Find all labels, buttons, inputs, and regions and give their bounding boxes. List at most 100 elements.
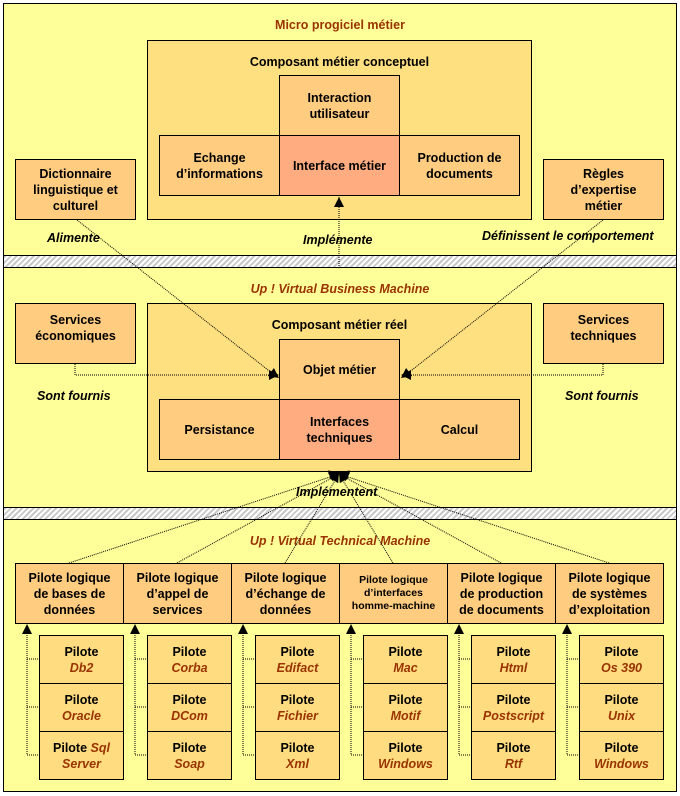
- driver-name: Edifact: [276, 660, 319, 675]
- driver-prefix: Pilote: [172, 740, 207, 755]
- label-sont-fournis-right: Sont fournis: [565, 389, 639, 403]
- calcul-box: Calcul: [399, 399, 520, 460]
- logical-pilot-label: Pilote logique de production de document…: [459, 570, 544, 617]
- driver-name: Soap: [174, 756, 205, 771]
- label-implemente: Implémente: [303, 233, 373, 247]
- logical-pilot-label: Pilote logique de bases de données: [28, 570, 111, 617]
- driver-prefix: Pilote: [64, 692, 99, 707]
- driver-name: Fichier: [277, 708, 318, 723]
- driver-prefix: Pilote: [172, 644, 207, 659]
- interface-metier-label: Interface métier: [292, 158, 387, 173]
- interface-metier-box: Interface métier: [279, 135, 400, 196]
- logical-pilot-box: Pilote logique de bases de données: [15, 563, 124, 624]
- logical-pilot-box: Pilote logique d’appel de services: [123, 563, 232, 624]
- services-economiques-box: Services économiques: [15, 303, 136, 364]
- services-techniques-box: Services techniques: [543, 303, 664, 364]
- driver-prefix: Pilote: [604, 740, 639, 755]
- logical-pilot-label: Pilote logique d’interfaces homme-machin…: [351, 574, 436, 612]
- section-title-technical-machine: Up ! Virtual Technical Machine: [249, 534, 431, 548]
- echange-informations-box: Echange d’informations: [159, 135, 280, 196]
- dictionnaire-box: Dictionnaire linguistique et culturel: [15, 159, 136, 220]
- composant-reel-label: Composant métier réel: [271, 318, 408, 332]
- interfaces-techniques-box: Interfaces techniques: [279, 399, 400, 460]
- driver-name: Windows: [378, 756, 433, 771]
- label-sont-fournis-left: Sont fournis: [37, 389, 111, 403]
- production-documents-label: Production de documents: [417, 150, 502, 181]
- logical-pilot-box: Pilote logique d’interfaces homme-machin…: [339, 563, 448, 624]
- driver-prefix: Pilote: [388, 644, 423, 659]
- logical-pilot-box: Pilote logique de systèmes d’exploitatio…: [555, 563, 664, 624]
- persistance-label: Persistance: [184, 422, 255, 437]
- driver-prefix: Pilote: [604, 692, 639, 707]
- driver-prefix: Pilote: [604, 644, 639, 659]
- driver-name: DCom: [171, 708, 208, 723]
- separator-band-bottom: [4, 507, 676, 520]
- driver-name: Mac: [393, 660, 418, 675]
- objet-metier-box: Objet métier: [279, 339, 400, 400]
- composant-conceptuel-label: Composant métier conceptuel: [249, 55, 430, 69]
- driver-prefix: Pilote: [64, 644, 99, 659]
- section-title-micro-progiciel: Micro progiciel métier: [275, 18, 405, 32]
- persistance-box: Persistance: [159, 399, 280, 460]
- logical-pilot-box: Pilote logique d’échange de données: [231, 563, 340, 624]
- driver-prefix: Pilote: [496, 692, 531, 707]
- driver-name-part: Sql: [87, 740, 110, 755]
- driver-name: Db2: [69, 660, 94, 675]
- driver-prefix: Pilote: [280, 644, 315, 659]
- services-economiques-label: Services économiques: [35, 313, 116, 343]
- logical-pilot-box: Pilote logique de production de document…: [447, 563, 556, 624]
- label-implementent: Implémentent: [296, 485, 378, 499]
- driver-name: Corba: [171, 660, 208, 675]
- driver-name: Os 390: [600, 660, 642, 675]
- driver-name: Motif: [390, 708, 421, 723]
- dictionnaire-label: Dictionnaire linguistique et culturel: [33, 166, 118, 213]
- driver-prefix: Pilote: [496, 644, 531, 659]
- driver-prefix: Pilote: [172, 692, 207, 707]
- objet-metier-label: Objet métier: [303, 362, 376, 377]
- driver-name: Rtf: [504, 756, 523, 771]
- driver-name: Postscript: [482, 708, 545, 723]
- interaction-utilisateur-box: Interaction utilisateur: [279, 75, 400, 136]
- interaction-utilisateur-label: Interaction utilisateur: [307, 90, 372, 121]
- driver-prefix: Pilote: [388, 692, 423, 707]
- section-title-business-machine: Up ! Virtual Business Machine: [250, 282, 430, 296]
- driver-name: Unix: [607, 708, 636, 723]
- driver-name: Xml: [286, 756, 309, 771]
- calcul-label: Calcul: [440, 422, 479, 437]
- logical-pilot-label: Pilote logique d’appel de services: [136, 570, 219, 617]
- separator-band-top: [4, 255, 676, 268]
- driver-name: Windows: [594, 756, 649, 771]
- driver-name: Oracle: [62, 708, 101, 723]
- echange-informations-label: Echange d’informations: [176, 150, 263, 181]
- services-techniques-label: Services techniques: [570, 313, 637, 343]
- regles-expertise-box: Règles d’expertise métier: [543, 159, 664, 220]
- regles-expertise-label: Règles d’expertise métier: [570, 166, 637, 213]
- logical-pilot-label: Pilote logique d’échange de données: [244, 570, 327, 617]
- driver-prefix: Pilote: [496, 740, 531, 755]
- driver-prefix: Pilote: [53, 740, 88, 755]
- driver-prefix: Pilote: [280, 740, 315, 755]
- production-documents-box: Production de documents: [399, 135, 520, 196]
- interfaces-techniques-label: Interfaces techniques: [306, 414, 373, 445]
- driver-prefix: Pilote: [280, 692, 315, 707]
- driver-name: Html: [499, 660, 528, 675]
- label-definissent: Définissent le comportement: [482, 229, 654, 243]
